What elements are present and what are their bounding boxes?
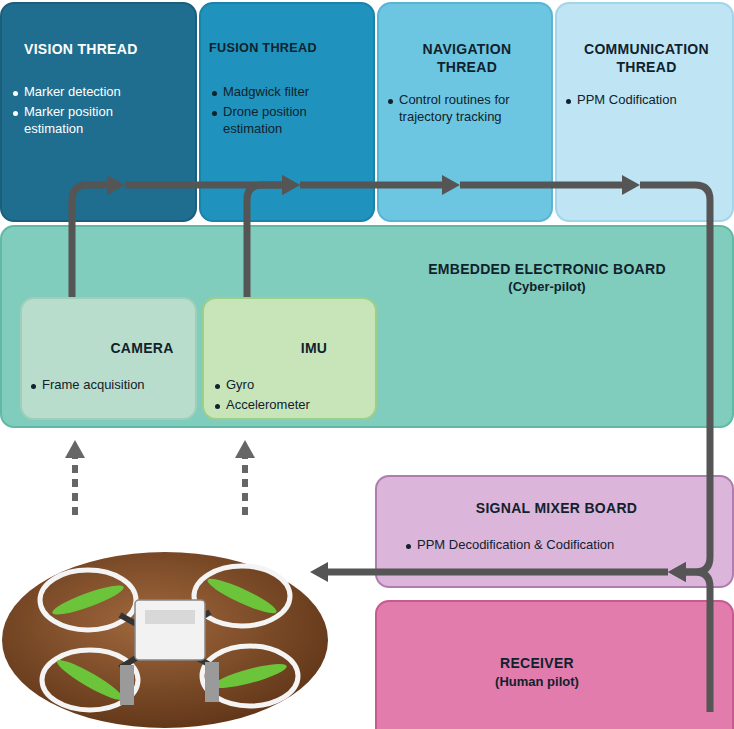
thread-box: VISION THREAD Marker detectionMarker posi… bbox=[0, 2, 197, 222]
data-flow-arrow bbox=[460, 182, 622, 189]
bullet-text: Control routines for trajectory tracking bbox=[399, 92, 549, 126]
bullet-text: PPM Decodification & Codification bbox=[417, 537, 717, 554]
node-heading: VISION THREAD bbox=[24, 40, 194, 58]
sensor-arrow bbox=[72, 458, 78, 515]
bullet-dot bbox=[215, 384, 220, 389]
node-heading: RECEIVER bbox=[387, 654, 687, 672]
bullet-text: Drone position estimation bbox=[223, 104, 363, 138]
thread-box: FUSION THREAD Madgwick filterDrone positi… bbox=[199, 2, 375, 222]
hardware-box: CAMERA Frame acquisition bbox=[20, 297, 197, 420]
bullet-dot bbox=[215, 404, 220, 409]
node-heading: IMU bbox=[259, 339, 369, 357]
hardware-box: IMU GyroAccelerometer bbox=[202, 297, 377, 420]
bullet-dot bbox=[31, 384, 36, 389]
bullet-dot bbox=[212, 111, 217, 116]
node-heading: NAVIGATION THREAD bbox=[399, 40, 535, 76]
node-subtitle: (Cyber-pilot) bbox=[372, 279, 722, 296]
data-flow-arrow bbox=[300, 182, 442, 189]
bullet-text: Frame acquisition bbox=[42, 377, 192, 394]
board-region: EMBEDDED ELECTRONIC BOARD(Cyber-pilot) CA… bbox=[0, 225, 734, 428]
bullet-text: Gyro bbox=[226, 377, 366, 394]
bullet-dot bbox=[388, 99, 393, 104]
sensor-arrow bbox=[242, 458, 248, 515]
bullet-text: Marker detection bbox=[24, 84, 189, 101]
data-flow-arrow bbox=[72, 185, 107, 297]
node-subtitle: (Human pilot) bbox=[387, 674, 687, 691]
bullet-text: Accelerometer bbox=[226, 397, 366, 414]
node-heading: EMBEDDED ELECTRONIC BOARD bbox=[372, 260, 722, 278]
receiver-box: RECEIVER (Human pilot) bbox=[375, 600, 734, 729]
data-flow-arrow bbox=[640, 185, 710, 572]
node-heading: SIGNAL MIXER BOARD bbox=[387, 499, 726, 517]
command-arrow bbox=[328, 569, 668, 576]
bullet-dot bbox=[13, 111, 18, 116]
bullet-dot bbox=[13, 91, 18, 96]
bullet-dot bbox=[406, 544, 411, 549]
bullet-dot bbox=[212, 91, 217, 96]
bullet-text: Marker position estimation bbox=[24, 104, 174, 138]
node-heading: CAMERA bbox=[92, 339, 192, 357]
bullet-dot bbox=[566, 99, 571, 104]
node-heading: COMMUNICATION THREAD bbox=[565, 40, 728, 76]
data-flow-arrow bbox=[247, 185, 282, 297]
bullet-text: PPM Codification bbox=[577, 92, 727, 109]
node-heading: FUSION THREAD bbox=[209, 40, 374, 56]
thread-box: NAVIGATION THREAD Control routines for tr… bbox=[377, 2, 553, 222]
bullet-text: Madgwick filter bbox=[223, 84, 371, 101]
data-flow-arrow bbox=[686, 572, 710, 712]
